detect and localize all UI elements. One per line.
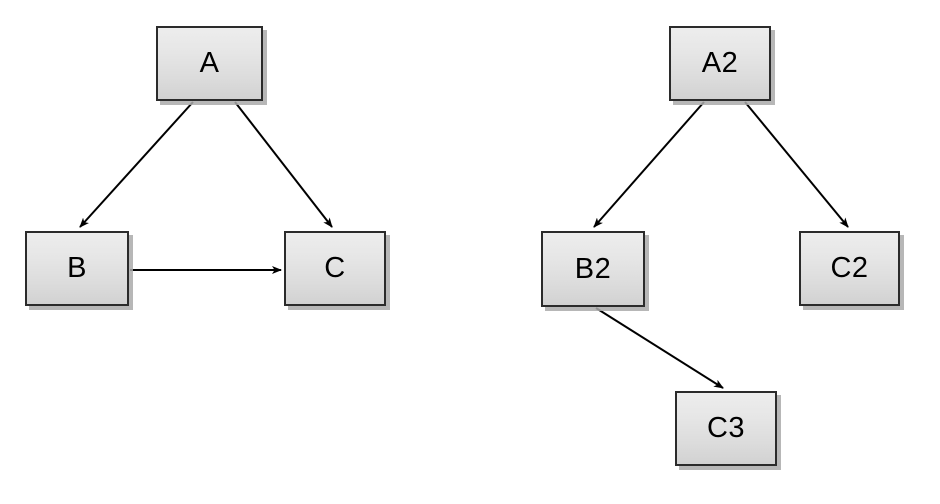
node-c[interactable]: C — [284, 231, 386, 306]
node-label-a: A — [199, 47, 220, 79]
edge-a2-to-b2 — [593, 101, 705, 228]
node-label-c2: C2 — [830, 252, 869, 284]
node-label-c: C — [324, 252, 346, 284]
node-a2[interactable]: A2 — [669, 26, 771, 101]
edge-a-to-c — [234, 101, 333, 228]
node-label-a2: A2 — [701, 47, 739, 79]
node-label-c3: C3 — [706, 412, 746, 444]
edge-a-to-b — [79, 101, 194, 228]
node-label-b: B — [67, 252, 87, 284]
edge-lines — [79, 101, 849, 389]
edge-a2-to-c2 — [744, 101, 849, 228]
edge-b2-to-c3 — [595, 307, 724, 389]
node-label-b2: B2 — [574, 252, 612, 285]
node-c2[interactable]: C2 — [799, 231, 900, 306]
node-b2[interactable]: B2 — [541, 231, 645, 307]
node-b[interactable]: B — [25, 231, 129, 306]
node-a[interactable]: A — [156, 26, 263, 101]
node-c3[interactable]: C3 — [675, 391, 777, 466]
